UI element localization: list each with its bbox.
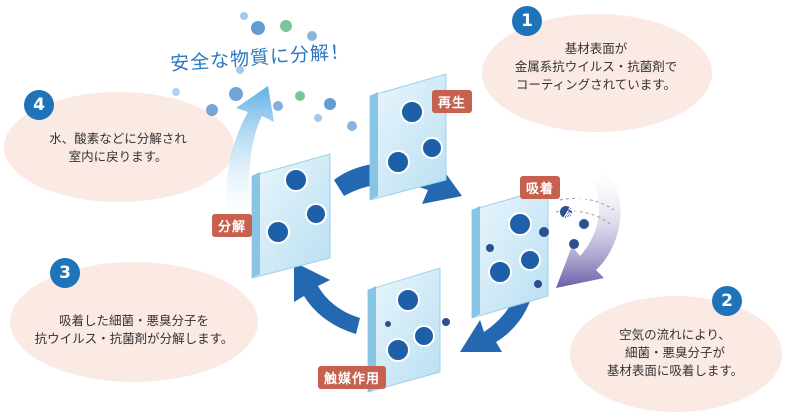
- step-4-line: 水、酸素などに分解され: [49, 131, 187, 146]
- bubble-step-2: [570, 296, 782, 412]
- step-4-text: 水、酸素などに分解され 室内に戻ります。: [18, 130, 218, 166]
- step-4-line: 室内に戻ります。: [68, 149, 168, 164]
- step-2-text: 空気の流れにより、 細菌・悪臭分子が 基材表面に吸着します。: [580, 326, 770, 380]
- bubble-step-3: [10, 262, 258, 382]
- tag-regen: 再生: [432, 90, 473, 113]
- molecule-particles: [172, 12, 357, 131]
- step-4-number: 4: [24, 90, 54, 120]
- step-1-line: 基材表面が: [564, 41, 628, 56]
- odor-incoming-arrow: [555, 170, 621, 288]
- step-2-number: 2: [712, 286, 742, 316]
- step-2-line: 基材表面に吸着します。: [606, 363, 744, 378]
- air-return-arrow: [226, 86, 274, 220]
- step-1-text: 基材表面が 金属系抗ウイルス・抗菌剤で コーティングされています。: [496, 40, 696, 94]
- step-1-line: コーティングされています。: [515, 77, 677, 92]
- step-2-line: 細菌・悪臭分子が: [624, 345, 725, 360]
- step-1-line: 金属系抗ウイルス・抗菌剤で: [514, 59, 678, 74]
- step-2-line: 空気の流れにより、: [619, 327, 731, 342]
- step-3-line: 吸着した細菌・悪臭分子を: [58, 313, 209, 328]
- tag-catalyst: 触媒作用: [318, 366, 387, 389]
- tag-decomp: 分解: [212, 214, 253, 237]
- step-3-text: 吸着した細菌・悪臭分子を 抗ウイルス・抗菌剤が分解します。: [24, 312, 244, 348]
- germ-particles: [385, 206, 589, 327]
- panel-decomp: [251, 153, 331, 279]
- tag-adsorb: 吸着: [520, 176, 561, 199]
- step-1-number: 1: [512, 6, 542, 36]
- coating-agents: [266, 100, 541, 362]
- step-3-number: 3: [50, 258, 80, 288]
- panel-catalyst: [367, 267, 441, 393]
- step-3-line: 抗ウイルス・抗菌剤が分解します。: [34, 331, 234, 346]
